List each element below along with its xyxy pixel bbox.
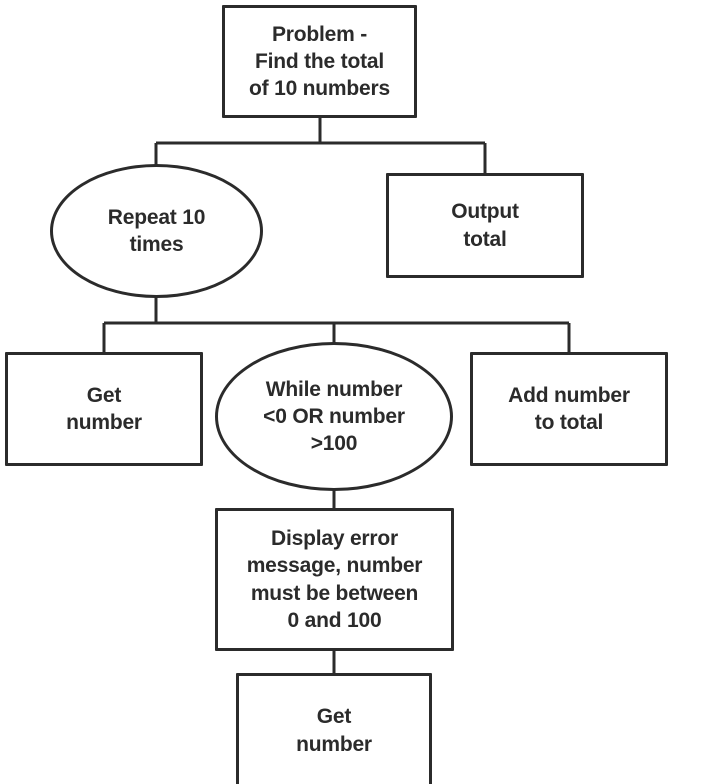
node-display-error-message[interactable]: Display error message, number must be be… (215, 508, 454, 651)
node-output-total[interactable]: Output total (386, 173, 584, 278)
node-get-number-top-label: Get number (66, 383, 142, 434)
node-while-condition[interactable]: While number <0 OR number >100 (215, 342, 453, 491)
node-get-number-bottom[interactable]: Get number (236, 673, 432, 784)
node-output-total-label: Output total (451, 200, 519, 251)
node-add-number-to-total-label: Add number to total (508, 383, 630, 434)
node-repeat-10-times[interactable]: Repeat 10 times (50, 164, 263, 298)
node-problem[interactable]: Problem - Find the total of 10 numbers (222, 5, 417, 118)
node-display-error-message-label: Display error message, number must be be… (246, 526, 423, 632)
node-get-number-bottom-label: Get number (296, 705, 372, 756)
node-get-number-top[interactable]: Get number (5, 352, 203, 466)
node-add-number-to-total[interactable]: Add number to total (470, 352, 668, 466)
node-while-condition-label: While number <0 OR number >100 (263, 377, 405, 456)
node-repeat-10-times-label: Repeat 10 times (107, 205, 206, 256)
node-problem-label: Problem - Find the total of 10 numbers (249, 22, 390, 101)
